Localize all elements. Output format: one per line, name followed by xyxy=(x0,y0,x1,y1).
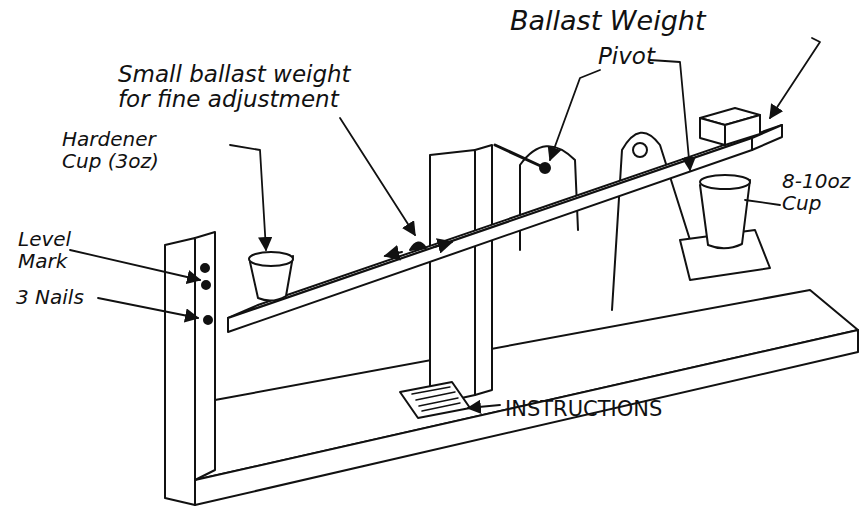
part-label: Level Mark xyxy=(18,228,78,272)
part-label: Small ballast weight for fine adjustment xyxy=(118,62,388,113)
nail xyxy=(201,264,209,272)
nail xyxy=(202,281,210,289)
part-label: INSTRUCTIONS xyxy=(505,398,745,421)
part-label: 3 Nails xyxy=(16,286,106,308)
part-label: 8-10oz Cup xyxy=(782,170,862,214)
beam xyxy=(228,125,782,332)
nail xyxy=(204,316,212,324)
leader-lines xyxy=(70,38,820,408)
instruction-card xyxy=(400,382,470,418)
hardener-cup xyxy=(249,252,293,301)
ballast-weight xyxy=(700,108,760,145)
cup xyxy=(700,180,750,248)
small-weight xyxy=(385,242,452,256)
part-label: Hardener Cup (3oz) xyxy=(62,128,182,172)
part-label: Pivot xyxy=(598,44,688,69)
base-board xyxy=(195,290,858,505)
part-label: Ballast Weight xyxy=(510,6,830,36)
center-backboard xyxy=(430,145,492,405)
